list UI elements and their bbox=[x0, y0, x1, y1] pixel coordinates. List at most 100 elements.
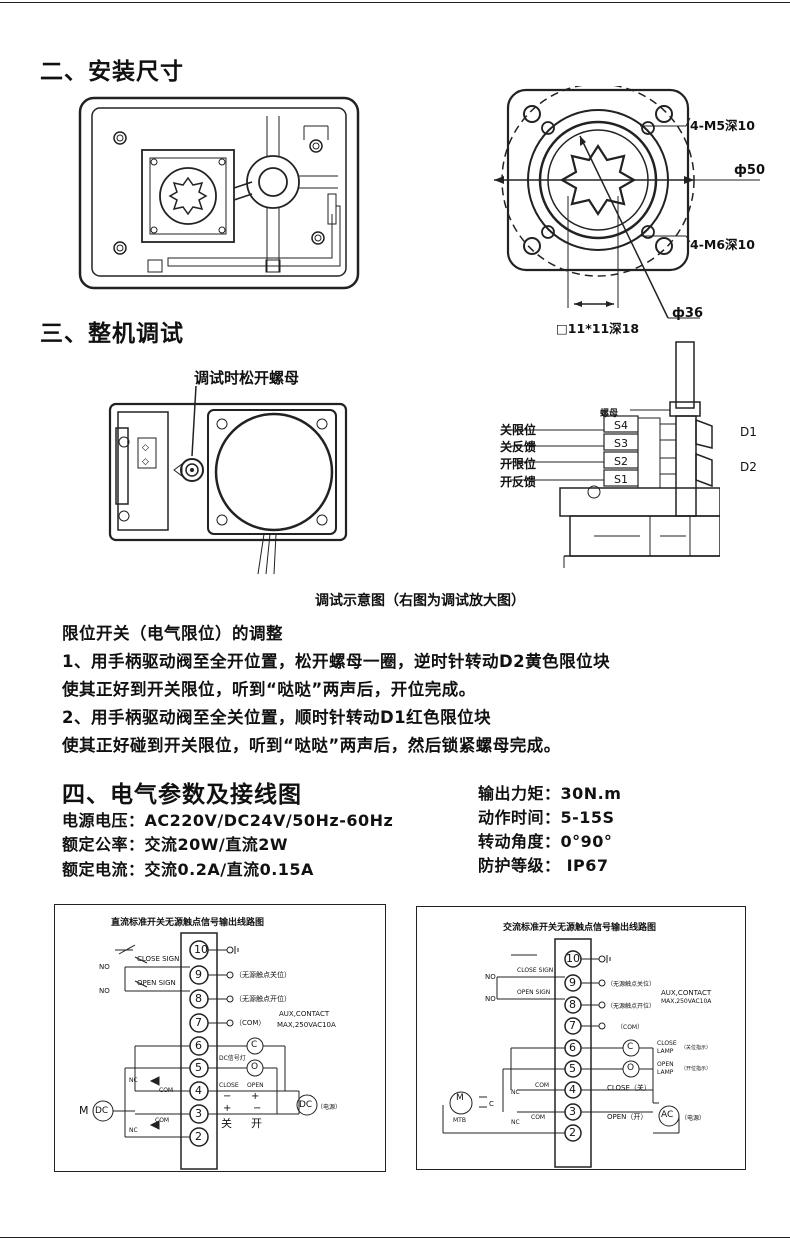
dc-minus2: − bbox=[253, 1103, 262, 1114]
dc-plus: + bbox=[251, 1091, 260, 1102]
ac-aux: AUX,CONTACT bbox=[661, 989, 712, 997]
ac-t6: 6 bbox=[569, 1041, 576, 1054]
ac-source: AC bbox=[661, 1110, 674, 1120]
flange-drawing-right bbox=[494, 86, 760, 319]
ac-open-lamp1: OPEN bbox=[657, 1061, 674, 1068]
ac-open-ind: （开位指示） bbox=[681, 1066, 712, 1072]
dc-t3: 3 bbox=[195, 1107, 202, 1120]
dc-open-sign: OPEN SIGN bbox=[137, 979, 176, 987]
ac-capacitor: C bbox=[489, 1100, 494, 1108]
dim-phi50: ф50 bbox=[734, 163, 765, 178]
dc-t9: 9 bbox=[195, 968, 202, 981]
section4-title: 四、电气参数及接线图 bbox=[62, 782, 302, 808]
dc-lamp-label: DC信号灯 bbox=[219, 1055, 246, 1062]
limit-line4: 使其正好碰到开关限位，听到“哒哒”两声后，然后锁紧螺母完成。 bbox=[62, 736, 561, 755]
ac-t5: 5 bbox=[569, 1062, 576, 1075]
dc-power-label: （电源） bbox=[317, 1104, 342, 1111]
switch-s1: S1 bbox=[614, 473, 628, 486]
debug-drawing-right bbox=[510, 341, 720, 568]
ac-max: MAX,250VAC10A bbox=[661, 998, 712, 1005]
ac-l7: （COM） bbox=[617, 1024, 644, 1031]
ac-open-sign: OPEN SIGN bbox=[517, 989, 551, 996]
dim-m6: 4-M6深10 bbox=[690, 237, 755, 252]
ac-title: 交流标准开关无源触点信号输出线路图 bbox=[503, 923, 657, 933]
dc-guan: 关 bbox=[221, 1117, 232, 1130]
loosen-nut-label: 调试时松开螺母 bbox=[194, 369, 300, 387]
ac-t10: 10 bbox=[566, 952, 580, 965]
param-torque: 输出力矩：30N.m bbox=[478, 784, 622, 803]
ac-l9: （无源触点关位） bbox=[607, 981, 656, 988]
dc-lamp-o: O bbox=[251, 1062, 259, 1072]
nut-label: 螺母 bbox=[600, 409, 619, 419]
open-limit-label: 开限位 bbox=[500, 457, 537, 471]
dc-t7: 7 bbox=[195, 1016, 202, 1029]
dc-minus: − bbox=[223, 1091, 232, 1102]
dc-wiring-diagram: 直流标准开关无源触点信号输出线路图 10 9 8 7 6 5 4 3 2 NO … bbox=[54, 904, 386, 1172]
mounting-drawing-left bbox=[78, 96, 360, 290]
ac-no1: NO bbox=[485, 973, 496, 981]
dim-square: □11*11深18 bbox=[556, 321, 640, 336]
dc-open: OPEN bbox=[247, 1082, 264, 1089]
dc-close-sign: CLOSE SIGN bbox=[137, 955, 180, 963]
dc-l8: （无源触点开位） bbox=[235, 995, 291, 1003]
dc-max: MAX,250VAC10A bbox=[277, 1021, 336, 1029]
dc-nc2: NC bbox=[129, 1127, 138, 1134]
ac-t8: 8 bbox=[569, 998, 576, 1011]
dc-t2: 2 bbox=[195, 1130, 202, 1143]
dc-plus2: + bbox=[223, 1103, 232, 1114]
dc-com2: COM bbox=[155, 1117, 170, 1124]
ac-motor-m: M bbox=[456, 1093, 464, 1103]
dc-title: 直流标准开关无源触点信号输出线路图 bbox=[111, 918, 265, 928]
dc-t5: 5 bbox=[195, 1061, 202, 1074]
ac-wiring-diagram: 交流标准开关无源触点信号输出线路图 10 9 8 7 6 5 4 3 2 NO … bbox=[416, 906, 746, 1170]
debug-drawing-left: ◇ ◇ bbox=[108, 385, 348, 575]
dc-l9: （无源触点关位） bbox=[235, 971, 291, 979]
bottom-rule bbox=[0, 1237, 790, 1238]
block-d2: D2 bbox=[740, 460, 757, 474]
ac-open-lamp2: LAMP bbox=[657, 1069, 674, 1076]
ac-power-label: （电源） bbox=[681, 1115, 706, 1122]
dc-motor-dc: DC bbox=[95, 1106, 109, 1116]
dc-com1: COM bbox=[159, 1087, 174, 1094]
ac-lamp-c: C bbox=[627, 1042, 634, 1052]
ac-close-lamp1: CLOSE bbox=[657, 1040, 677, 1047]
ac-no2: NO bbox=[485, 995, 496, 1003]
dim-m5: 4-M5深10 bbox=[690, 118, 755, 133]
ac-motor-mtb: MTB bbox=[453, 1117, 466, 1124]
dc-no2: NO bbox=[99, 987, 110, 995]
dc-t4: 4 bbox=[195, 1084, 202, 1097]
ac-close-ind: （关位指示） bbox=[681, 1045, 712, 1051]
dc-nc1: NC bbox=[129, 1077, 138, 1084]
svg-text:◇: ◇ bbox=[142, 457, 149, 467]
param-rated-current: 额定电流：交流0.2A/直流0.15A bbox=[62, 860, 314, 879]
switch-s2: S2 bbox=[614, 455, 628, 468]
dc-close: CLOSE bbox=[219, 1082, 239, 1089]
ac-close-lamp2: LAMP bbox=[657, 1048, 674, 1055]
ac-t4: 4 bbox=[569, 1083, 576, 1096]
limit-heading: 限位开关（电气限位）的调整 bbox=[62, 624, 283, 643]
ac-open-kai: OPEN（开） bbox=[607, 1113, 648, 1121]
dc-l7: （COM） bbox=[235, 1019, 266, 1027]
dim-phi36: ф36 bbox=[672, 306, 703, 321]
ac-close-sign: CLOSE SIGN bbox=[517, 967, 554, 974]
param-protection: 防护等级： IP67 bbox=[478, 856, 609, 875]
ac-lamp-o: O bbox=[627, 1063, 635, 1073]
param-time: 动作时间：5-15S bbox=[478, 808, 615, 827]
close-limit-label: 关限位 bbox=[500, 423, 537, 437]
dc-no1: NO bbox=[99, 963, 110, 971]
dc-lamp-c: C bbox=[251, 1040, 258, 1050]
param-rated-power: 额定公率：交流20W/直流2W bbox=[62, 835, 289, 854]
dc-t10: 10 bbox=[194, 943, 208, 956]
section3-title: 三、整机调试 bbox=[40, 321, 184, 347]
ac-t9: 9 bbox=[569, 976, 576, 989]
limit-line1: 1、用手柄驱动阀至全开位置，松开螺母一圈，逆时针转动D2黄色限位块 bbox=[62, 652, 611, 671]
switch-s3: S3 bbox=[614, 437, 628, 450]
limit-line2: 使其正好到开关限位，听到“哒哒”两声后，开位完成。 bbox=[62, 680, 476, 699]
ac-nc2: NC bbox=[511, 1119, 520, 1126]
param-power: 电源电压：AC220V/DC24V/50Hz-60Hz bbox=[62, 811, 394, 830]
top-rule bbox=[0, 2, 790, 3]
ac-t2: 2 bbox=[569, 1126, 576, 1139]
ac-com1: COM bbox=[535, 1082, 550, 1089]
ac-t3: 3 bbox=[569, 1105, 576, 1118]
ac-l8: （无源触点开位） bbox=[607, 1003, 656, 1010]
